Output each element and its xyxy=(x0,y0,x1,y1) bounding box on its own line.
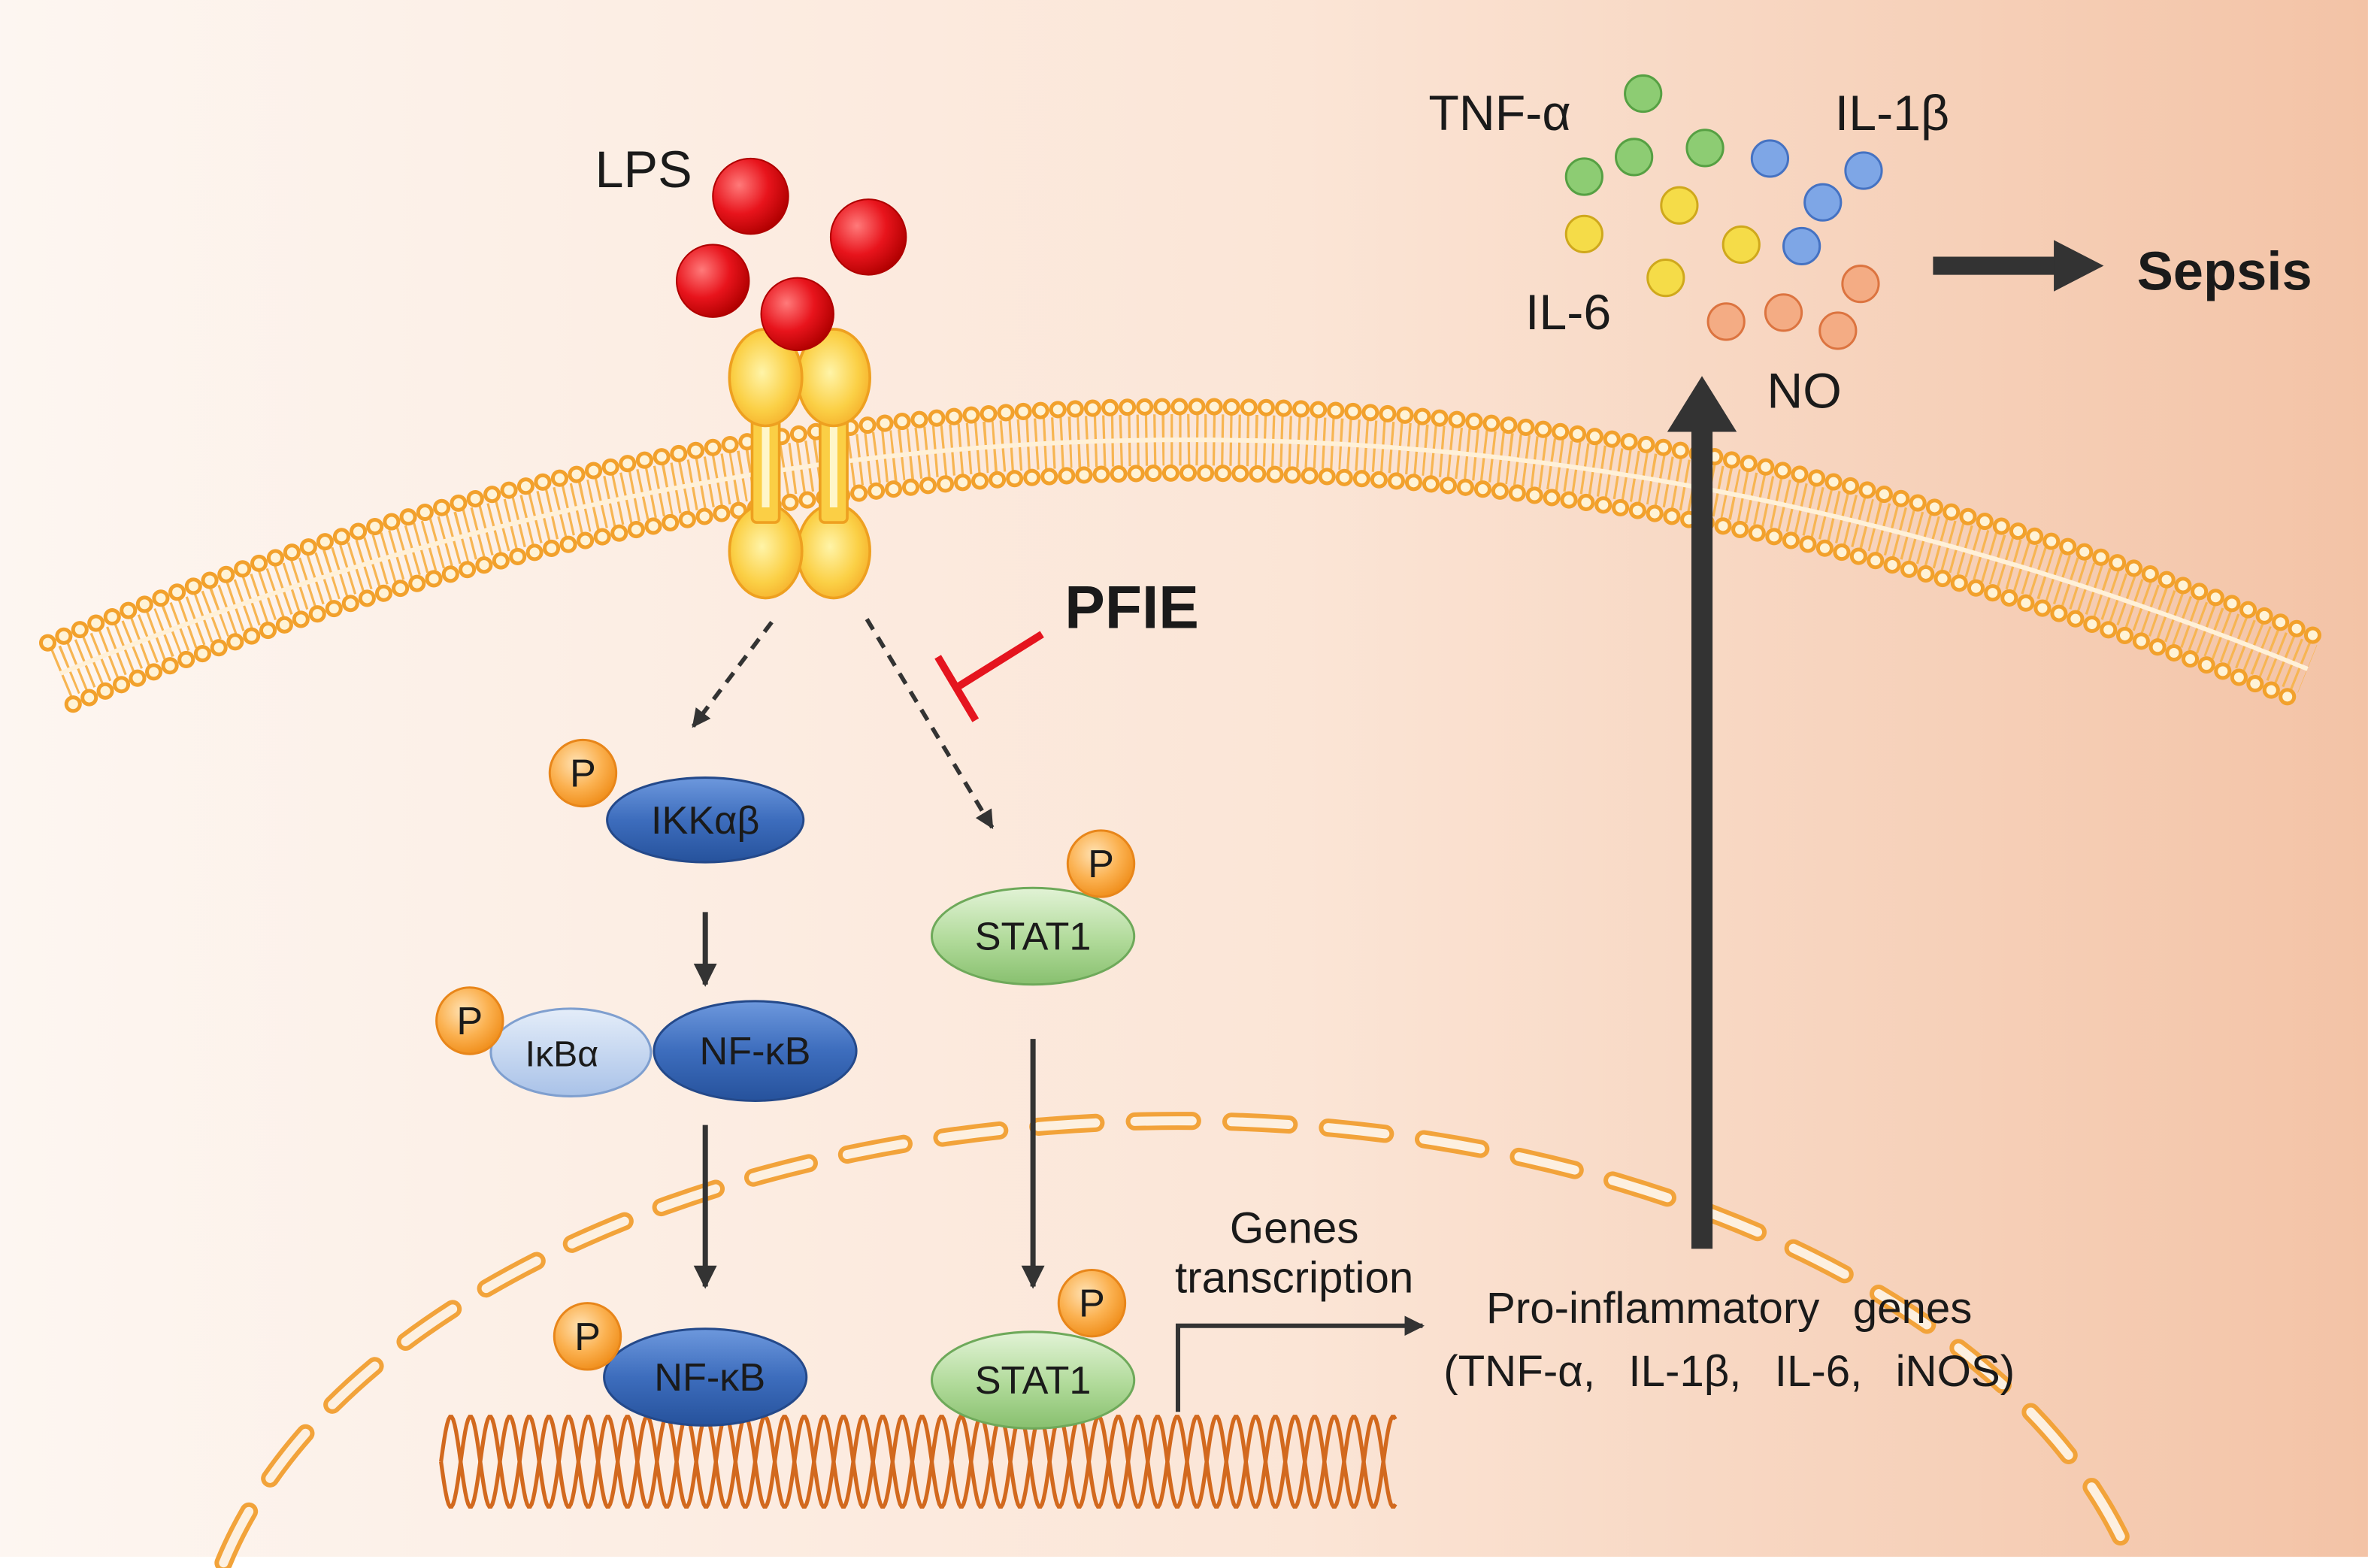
phospho-label: P xyxy=(574,1315,601,1359)
phospho-label: P xyxy=(1088,843,1114,886)
stat1-nucleus: STAT1 xyxy=(931,1330,1136,1430)
phospho-label: P xyxy=(456,1000,483,1043)
dashed-arrow-to-ikk xyxy=(691,620,774,728)
il-1b-molecule xyxy=(1803,183,1843,222)
il-6-molecule xyxy=(1721,225,1761,265)
phospho-circle xyxy=(435,986,504,1055)
membrane-outer-heads-fill xyxy=(43,401,2325,648)
sepsis-arrow-shaft xyxy=(1933,256,2061,275)
receptor-subunit-left xyxy=(728,328,804,600)
secretion-arrow xyxy=(1667,376,1737,1249)
dna-strand xyxy=(439,1415,1397,1509)
secretion-arrow-head xyxy=(1667,376,1737,432)
phospho-label: P xyxy=(570,752,596,796)
transcription-label-line2: transcription xyxy=(1175,1254,1413,1303)
cytokines: TNF-α IL-1β IL-6 NO xyxy=(1428,74,1949,419)
nuclear-envelope xyxy=(214,1112,2142,1568)
tnf-a-label: TNF-α xyxy=(1428,86,1570,141)
il-1b-molecule xyxy=(1782,226,1821,266)
tnf-a-molecule xyxy=(1564,157,1603,196)
no-molecule xyxy=(1706,302,1746,341)
lps-label: LPS xyxy=(595,141,692,198)
lps-molecule xyxy=(760,277,834,352)
dna-strand xyxy=(439,1415,1397,1509)
phospho-circle xyxy=(1057,1268,1127,1338)
ikba-nfkb-complex: IκBα NF-κB xyxy=(489,1000,858,1102)
no-molecule xyxy=(1818,311,1858,350)
phospho-badge-stat1-nucleus: P xyxy=(1057,1268,1127,1338)
phospho-circle xyxy=(553,1302,622,1371)
genes-label-line2: (TNF-α, IL-1β, IL-6, iNOS) xyxy=(1443,1347,2015,1396)
nfkb-cytoplasm-label: NF-κB xyxy=(700,1030,811,1073)
pfie-label: PFIE xyxy=(1064,574,1199,642)
secretion-arrow-shaft xyxy=(1691,422,1713,1249)
genes-label-line1: Pro-inflammatory genes xyxy=(1486,1284,1972,1333)
il-1b-molecule xyxy=(1750,139,1790,178)
dna-helix xyxy=(439,1415,1397,1509)
phospho-badge-nfkb-nucleus: P xyxy=(553,1302,622,1371)
tnf-a-molecule xyxy=(1624,74,1663,114)
stat1-cytoplasm-shape xyxy=(931,886,1136,986)
receptor-subunit-right xyxy=(795,328,871,600)
stat1-cytoplasm: STAT1 xyxy=(931,886,1136,986)
ikba-shape xyxy=(489,1007,653,1097)
il-6-molecule xyxy=(1660,186,1699,225)
cell-membrane xyxy=(38,398,2329,713)
ikk-complex-shape xyxy=(606,776,805,864)
il-6-molecule xyxy=(1564,214,1603,253)
sepsis-arrow-head xyxy=(2054,240,2104,292)
phospho-badge-ikk: P xyxy=(548,738,618,808)
phospho-label: P xyxy=(1079,1282,1105,1326)
pro-inflammatory-genes: Pro-inflammatory genes (TNF-α, IL-1β, IL… xyxy=(1443,1284,2015,1396)
lps-molecule xyxy=(676,244,750,318)
il-1b-label: IL-1β xyxy=(1835,86,1949,141)
il-6-molecule xyxy=(1646,259,1685,298)
lps-ligand: LPS xyxy=(595,141,907,352)
lps-receptor xyxy=(728,328,871,600)
phospho-badge-stat1: P xyxy=(1066,829,1136,898)
transcription-arrow xyxy=(1175,1315,1425,1412)
membrane-midline xyxy=(59,437,2309,676)
ikk-complex: IKKαβ xyxy=(606,776,805,864)
stat1-nucleus-shape xyxy=(931,1330,1136,1430)
nfkb-nucleus-shape xyxy=(603,1327,808,1427)
il-6-label: IL-6 xyxy=(1525,285,1611,341)
no-label: NO xyxy=(1767,363,1841,419)
tnf-a-molecule xyxy=(1615,138,1654,177)
inhibition-line xyxy=(955,631,1044,691)
il-1b-molecule xyxy=(1844,151,1883,190)
membrane-inner-heads-fill xyxy=(68,468,2300,710)
nfkb-nucleus: NF-κB xyxy=(603,1327,808,1427)
no-molecule xyxy=(1841,265,1880,304)
phospho-circle xyxy=(1066,829,1136,898)
stat1-cytoplasm-label: STAT1 xyxy=(975,916,1092,959)
stat1-nucleus-label: STAT1 xyxy=(975,1359,1092,1403)
nfkb-cytoplasm-shape xyxy=(653,1000,858,1102)
tnf-a-molecule xyxy=(1685,129,1725,168)
nuclear-envelope-fill xyxy=(219,1116,2137,1568)
lps-molecule xyxy=(712,157,789,235)
pfie-inhibitor: PFIE xyxy=(934,574,1199,722)
phospho-badge-ikba: P xyxy=(435,986,504,1055)
sepsis-label: Sepsis xyxy=(2137,242,2312,302)
transcription-label-line1: Genes xyxy=(1230,1203,1359,1252)
sepsis-outcome: Sepsis xyxy=(1933,240,2312,302)
no-molecule xyxy=(1764,293,1803,332)
inhibition-bar xyxy=(934,655,980,722)
ikba-label: IκBα xyxy=(525,1034,599,1074)
ikk-complex-label: IKKαβ xyxy=(651,799,759,843)
gene-transcription: Genes transcription xyxy=(1175,1203,1425,1412)
phospho-circle xyxy=(548,738,618,808)
lps-molecule xyxy=(829,198,907,276)
nfkb-nucleus-label: NF-κB xyxy=(654,1356,765,1400)
